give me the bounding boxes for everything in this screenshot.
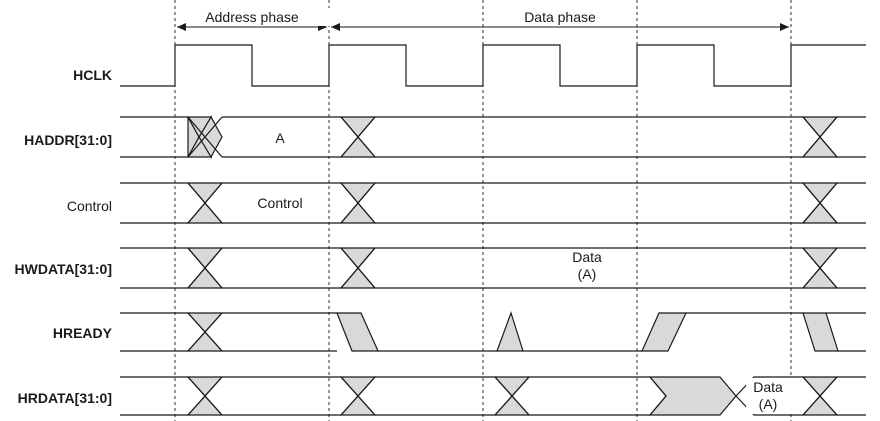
hwdata-waveform: Data (A) [120, 247, 866, 289]
address-phase-arrow: Address phase [177, 8, 334, 31]
hrdata-waveform: Data (A) [120, 376, 866, 416]
hready-waveform [120, 311, 866, 352]
hclk-waveform [120, 44, 866, 87]
signal-label-hwdata: HWDATA[31:0] [15, 261, 112, 277]
signal-label-hready: HREADY [53, 325, 113, 341]
signal-label-control: Control [67, 198, 112, 214]
phase-header: Address phase Data phase [174, 0, 792, 421]
signal-labels: HCLK HADDR[31:0] Control HWDATA[31:0] HR… [15, 67, 113, 406]
signal-label-hrdata: HRDATA[31:0] [18, 390, 112, 406]
signal-label-haddr: HADDR[31:0] [24, 132, 112, 148]
address-phase-label: Address phase [205, 9, 299, 25]
hready-fall-end [802, 312, 839, 352]
haddr-waveform: A [120, 114, 866, 160]
control-waveform: Control [120, 182, 866, 224]
hready-glitch [496, 311, 524, 352]
hwdata-value-line2: (A) [578, 266, 597, 282]
hrdata-value-line1: Data [753, 379, 783, 395]
hrdata-invalid-region [648, 376, 737, 416]
control-value: Control [257, 195, 302, 211]
hrdata-value-line2: (A) [759, 396, 778, 412]
haddr-value: A [275, 130, 285, 146]
data-phase-arrow: Data phase [331, 8, 789, 31]
signal-label-hclk: HCLK [73, 67, 112, 83]
hready-fall [336, 312, 379, 352]
hwdata-value-line1: Data [572, 249, 602, 265]
data-phase-label: Data phase [524, 9, 596, 25]
hready-rise [641, 312, 687, 352]
